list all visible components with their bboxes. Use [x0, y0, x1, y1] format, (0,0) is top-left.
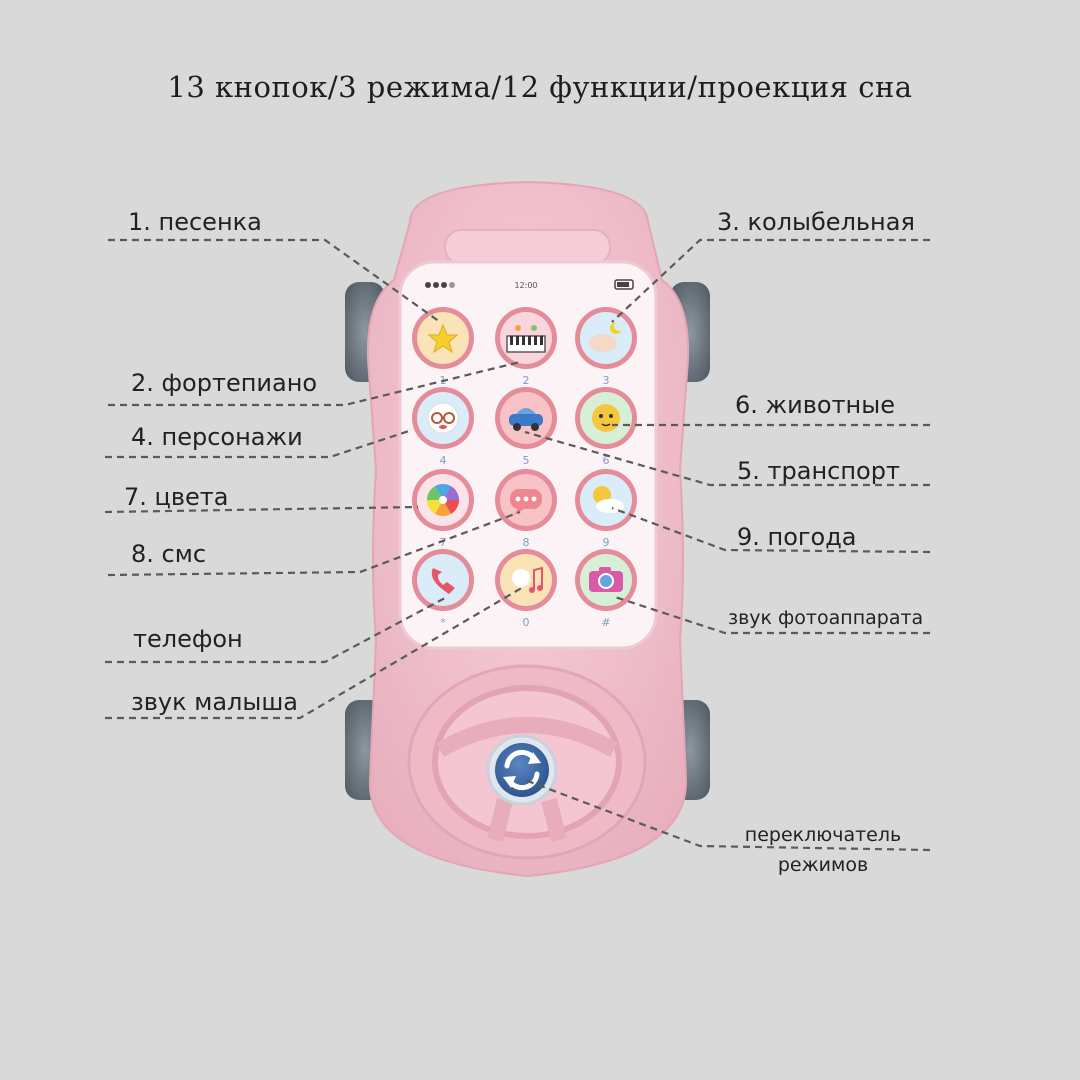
label-sms: 8. смс — [131, 540, 207, 568]
song-star-icon — [427, 323, 459, 354]
speaker-slot — [444, 229, 611, 265]
keypad-number-5: 5 — [523, 454, 530, 467]
page-title: 13 кнопок/3 режима/12 функции/проекция с… — [167, 70, 913, 104]
label-song: 1. песенка — [128, 208, 262, 236]
leader-lines — [104, 238, 931, 852]
keypad-button-4[interactable]: 4 — [412, 387, 474, 467]
car-icon — [509, 408, 543, 431]
camera-icon — [589, 567, 623, 592]
mode-switch-button[interactable] — [486, 734, 558, 806]
keypad: 1 2 3 4 5 6 7 8 9 * 0 # — [412, 307, 637, 629]
keypad-number-7: 7 — [440, 536, 447, 549]
keypad-number-4: 4 — [440, 454, 447, 467]
label-characters: 4. персонажи — [131, 423, 303, 451]
status-dots — [425, 282, 455, 288]
keypad-number-*: * — [440, 616, 446, 629]
keypad-button-2[interactable]: 2 — [495, 307, 557, 387]
keypad-button-1[interactable]: 1 — [412, 307, 474, 387]
baby-music-icon — [512, 566, 543, 593]
label-animals: 6. животные — [735, 391, 895, 419]
keypad-number-0: 0 — [523, 616, 530, 629]
keypad-number-2: 2 — [523, 374, 530, 387]
label-mode-switch: переключатель режимов — [728, 820, 918, 880]
keypad-number-9: 9 — [603, 536, 610, 549]
keypad-button-5[interactable]: 5 — [495, 387, 557, 467]
label-piano: 2. фортепиано — [131, 369, 318, 397]
keypad-button-6[interactable]: 6 — [575, 387, 637, 467]
keypad-button-*[interactable]: * — [412, 549, 474, 629]
keypad-button-9[interactable]: 9 — [575, 469, 637, 549]
tiger-animal-icon — [592, 404, 620, 432]
keypad-number-8: 8 — [523, 536, 530, 549]
keypad-button-#[interactable]: # — [575, 549, 637, 629]
battery-icon — [614, 279, 634, 290]
color-wheel-icon — [427, 484, 459, 516]
keypad-button-3[interactable]: 3 — [575, 307, 637, 387]
label-baby-sound: звук малыша — [131, 688, 299, 716]
keypad-number-#: # — [601, 616, 610, 629]
label-camera-sound: звук фотоаппарата — [728, 607, 924, 629]
label-weather: 9. погода — [737, 523, 857, 551]
grandma-character-icon — [427, 402, 459, 434]
piano-keys-icon — [506, 325, 546, 353]
status-time: 12:00 — [514, 281, 537, 290]
label-colors: 7. цвета — [124, 483, 229, 511]
keypad-number-3: 3 — [603, 374, 610, 387]
label-lullaby: 3. колыбельная — [717, 208, 915, 236]
label-mode-switch-line2: режимов — [777, 854, 869, 876]
label-mode-switch-line1: переключатель — [744, 824, 902, 846]
label-transport: 5. транспорт — [737, 457, 900, 485]
sun-cloud-weather-icon — [593, 486, 624, 513]
phone-handset-icon — [431, 568, 455, 594]
keypad-number-6: 6 — [603, 454, 610, 467]
label-phone: телефон — [133, 625, 243, 653]
sleeping-moon-icon — [589, 321, 624, 352]
keypad-button-7[interactable]: 7 — [412, 469, 474, 549]
